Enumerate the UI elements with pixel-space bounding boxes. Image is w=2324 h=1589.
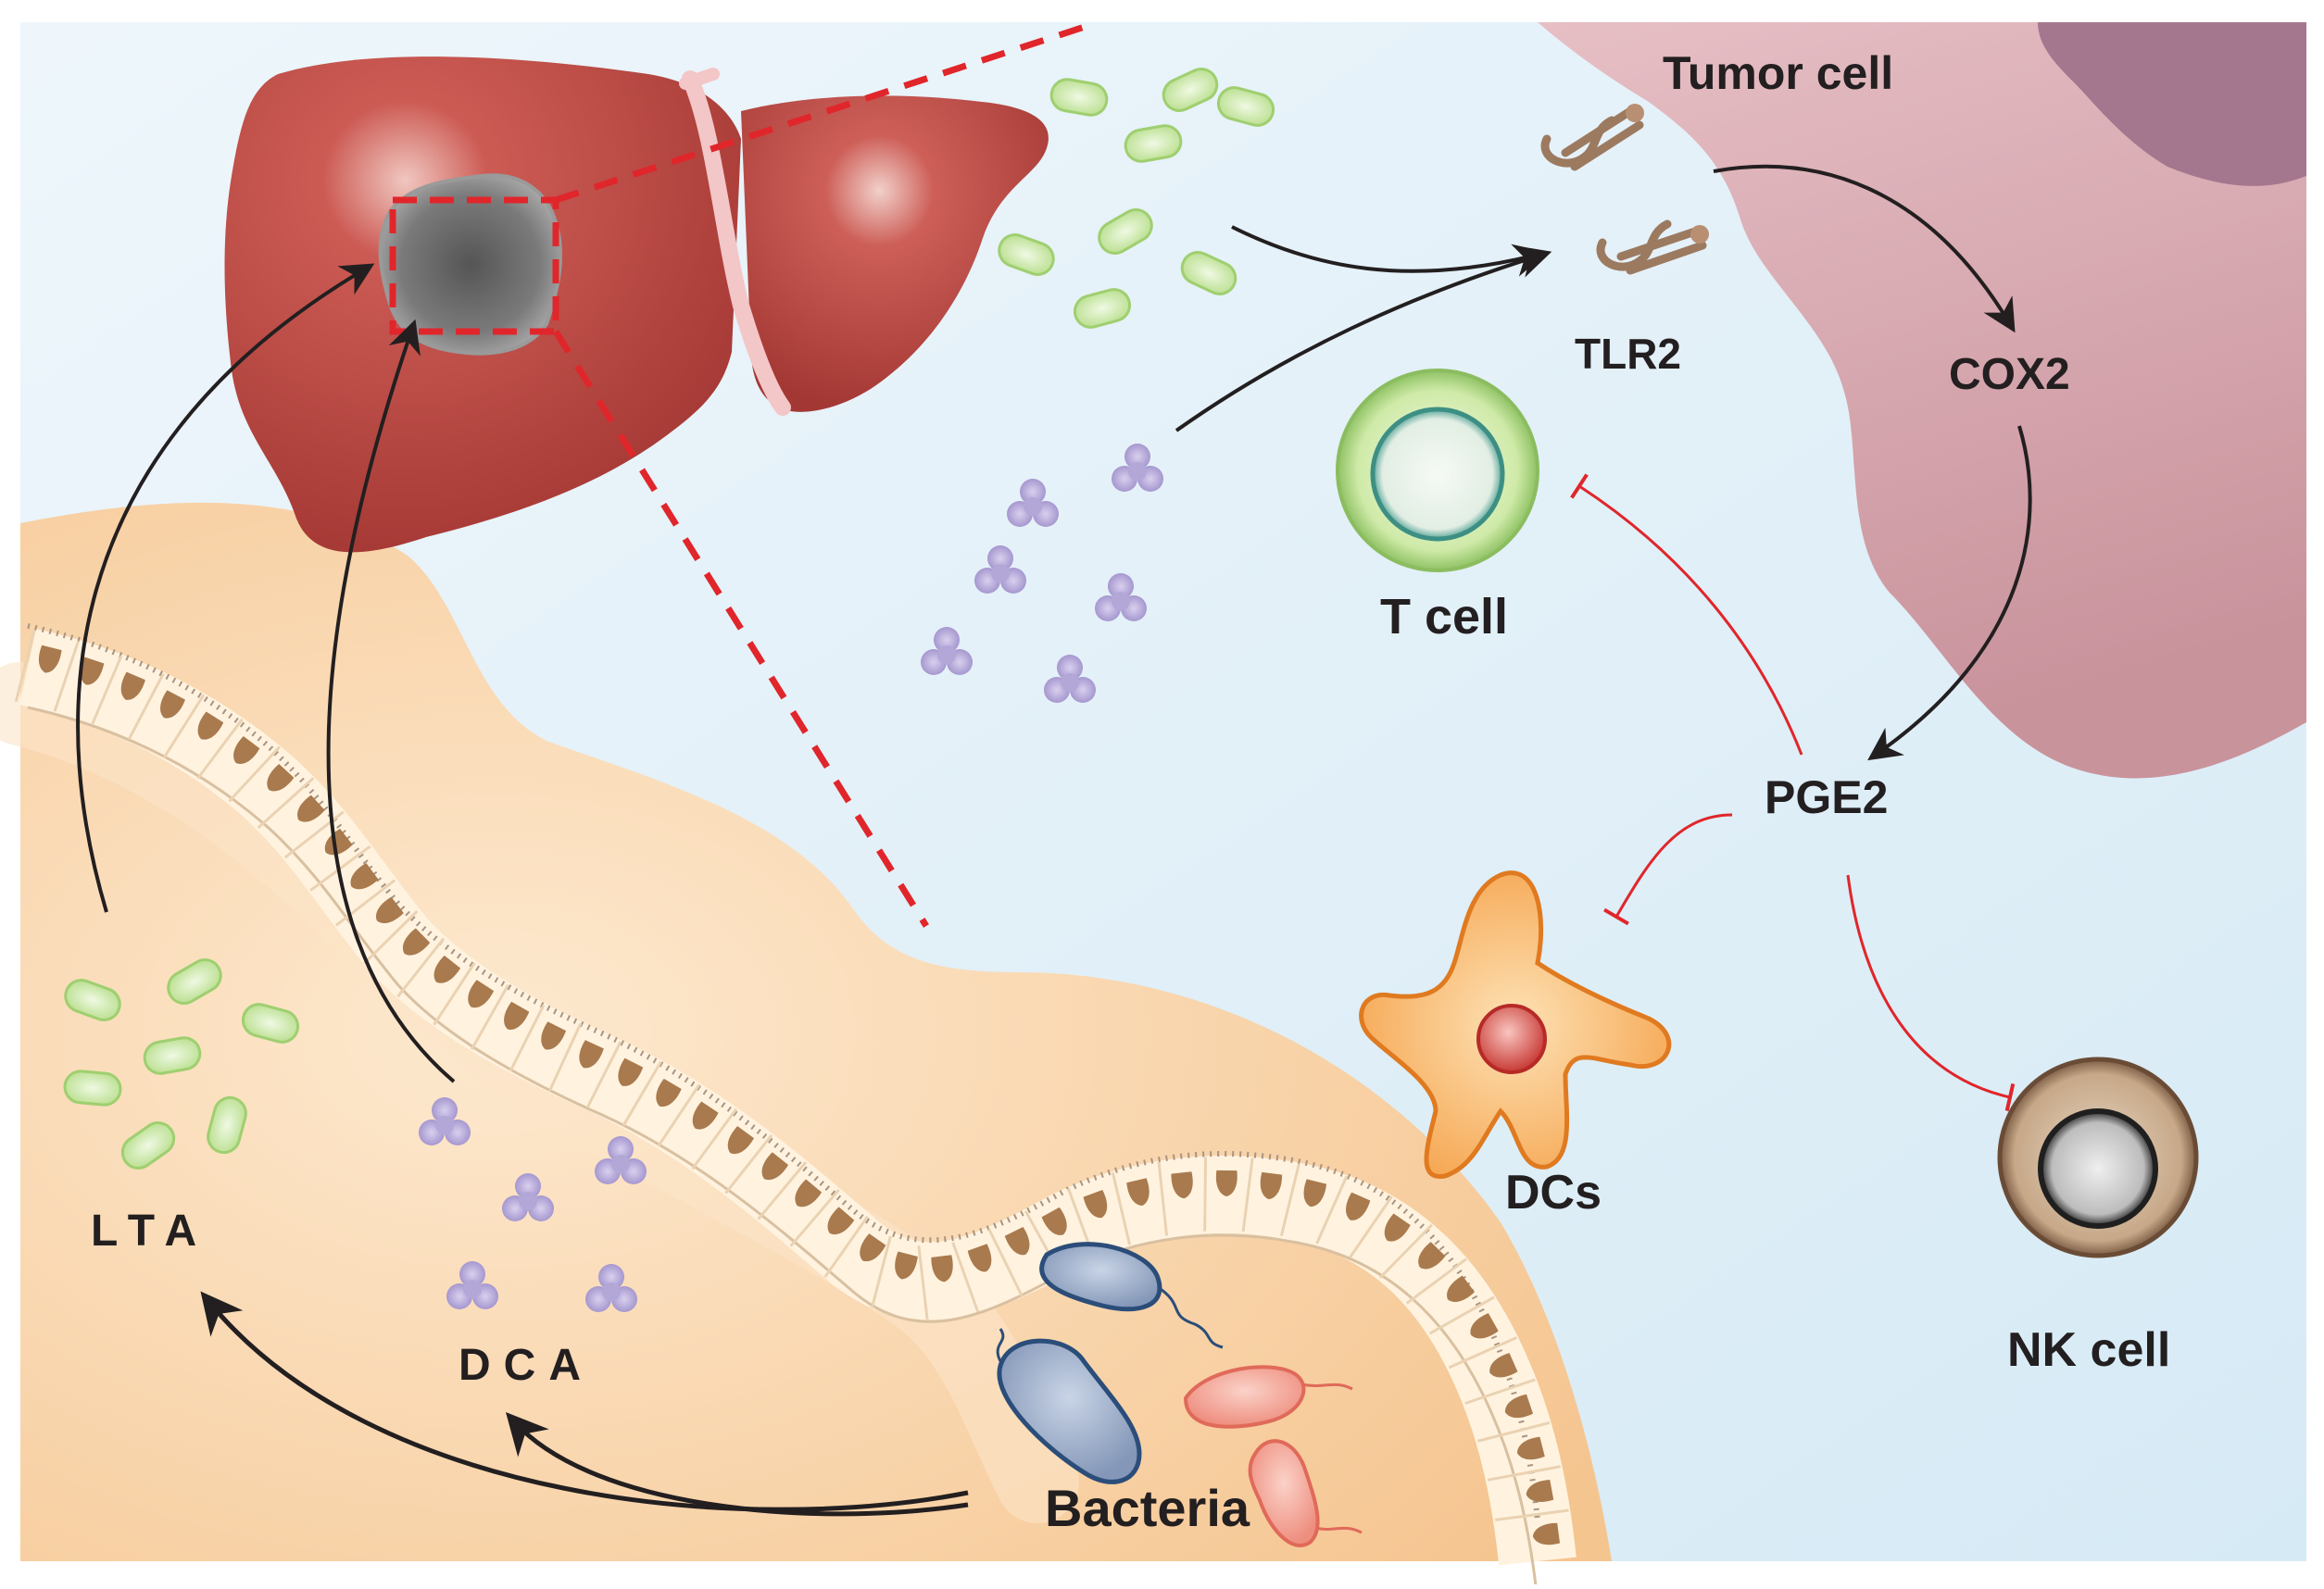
label-t-cell: T cell [1380,589,1508,644]
epithelial-nucleus [1378,1223,1446,1279]
epithelial-nucleus [334,879,404,927]
tlr2-receptor-bottom [1596,219,1709,275]
activation-arrows [76,164,2032,1517]
tumor-cell-shape [1538,22,2306,779]
epithelial-nucleus [127,672,185,740]
arrow-bacteria-to-lta [200,1291,969,1512]
epithelial-nucleus [1477,1421,1551,1460]
epithelial-nucleus [1494,1508,1569,1545]
t-cell [1336,369,1539,572]
epithelial-nucleus [1428,1295,1499,1339]
inhibit-t-cell [1570,473,1803,756]
epithelial-nucleus [1487,1465,1562,1502]
inhibit-dcs [1603,813,1733,926]
zoom-line-top [554,20,1095,204]
epithelial-nucleus [585,1041,644,1108]
epithelial-nucleus [547,1022,604,1092]
epithelial-nucleus [470,983,530,1050]
liver-tumor [378,173,562,356]
epithelial-nucleus [1203,1157,1237,1232]
label-dca: DCA [459,1341,594,1390]
epithelial-nucleus [823,1215,886,1279]
label-nk-cell: NK cell [2007,1323,2170,1377]
epithelial-nucleus [1111,1171,1149,1245]
epithelial-nucleus [951,1242,992,1313]
label-cox2: COX2 [1949,350,2070,399]
epithelial-nucleus [1405,1257,1475,1305]
bacteria-red-2 [1248,1439,1363,1547]
epithelial-nucleus [433,961,495,1026]
epithelial-nucleus [724,1133,789,1195]
epithelial-nucleus [1315,1175,1371,1245]
label-tumor-cell: Tumor cell [1663,47,1893,99]
zoom-line-bottom [553,330,929,928]
epithelial-nucleus [1464,1378,1536,1419]
epithelial-nucleus [757,1161,823,1220]
epithelial-nucleus [53,640,105,712]
epithelial-nucleus [1279,1163,1327,1236]
dendritic-cell [1359,870,1672,1179]
epithelium [14,623,1577,1589]
zoom-box [389,196,559,335]
label-pge2: PGE2 [1765,771,1888,823]
epithelial-nucleus [91,655,145,725]
arrow-lta-to-tlr2 [1231,225,1548,277]
bacteria-blue-2 [996,1328,1142,1484]
bacteria-red-1 [1183,1365,1353,1429]
arrow-bacteria-to-dca [505,1411,969,1517]
epithelial-nucleus [917,1245,953,1320]
label-bacteria: Bacteria [1045,1479,1250,1537]
epithelial-nucleus [228,745,295,803]
label-lta: LTA [91,1207,209,1256]
epithelial-nucleus [257,777,325,830]
epithelial-nucleus [509,1004,567,1072]
arrow-dca-to-liver [326,319,456,1083]
epithelial-nucleus [657,1083,719,1147]
arrow-cox2-to-pge2 [1867,425,2032,761]
bacteria-blue-1 [1039,1242,1224,1349]
epithelial-nucleus [163,694,224,758]
arrow-dca-to-tlr2 [1175,245,1552,432]
nk-cell [1997,1057,2199,1258]
arrow-tumor-to-cox2 [1713,164,2016,333]
epithelial-nucleus [1157,1161,1193,1236]
epithelial-nucleus [622,1060,682,1127]
epithelial-nucleus [396,937,461,998]
epithelial-nucleus [196,718,260,780]
label-dcs: DCs [1505,1166,1602,1220]
epithelial-nucleus [363,909,431,965]
epithelial-nucleus [1241,1157,1283,1232]
epithelial-nucleus [1349,1195,1411,1258]
arrow-lta-to-liver [76,263,375,913]
inhibit-nk-cell [1846,874,2016,1112]
epithelial-nucleus [14,629,62,703]
label-tlr2: TLR2 [1575,330,1681,378]
inhibition-arrows [1570,473,2016,1112]
epithelial-nucleus [1448,1336,1518,1378]
epithelial-nucleus [691,1107,754,1170]
epithelial-nucleus [789,1188,855,1247]
tlr2-receptor-top [1540,104,1644,171]
epithelial-nucleus [987,1227,1030,1296]
epithelial-nucleus [870,1235,918,1308]
